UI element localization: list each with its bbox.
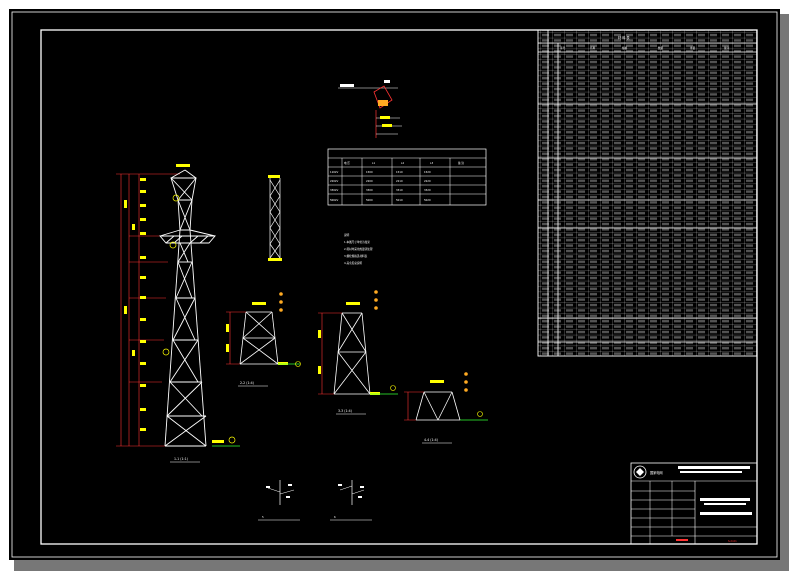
company-logo-icon [633, 465, 647, 479]
spec-row-4-d: 5020 [424, 198, 431, 202]
material-col-6: 备注 [724, 46, 730, 50]
material-table-title: 材 料 表 [618, 35, 630, 40]
spec-table: 电 压 L1 L2 L3 备 注 110kV 1500 1510 1520 22… [327, 148, 487, 206]
spec-row-1-b: 1500 [366, 170, 373, 174]
tower-structure [159, 169, 216, 447]
spec-row-1-d: 1520 [424, 170, 431, 174]
tower-dimension-ticks [124, 164, 224, 443]
note-2: 2.塔材均采用热镀锌处理 [344, 247, 373, 251]
spec-row-2-d: 2220 [424, 179, 431, 183]
spec-row-3-a: 330kV [330, 188, 338, 192]
section-c-label: 4-4 (1:4) [424, 438, 438, 442]
title-block: 国家电网 S-D-01 [630, 462, 758, 545]
bottom-detail-2: 6 [330, 480, 372, 521]
tower-callouts [162, 194, 236, 444]
spec-row-2-a: 220kV [330, 179, 338, 183]
outer-frame [11, 11, 778, 558]
detail-2-label: 6 [334, 515, 336, 519]
bottom-detail-1: 5 [258, 480, 300, 521]
spec-row-4-c: 5010 [396, 198, 403, 202]
note-3: 3.螺栓规格见材料表 [344, 254, 368, 258]
spec-row-3-d: 3320 [424, 188, 431, 192]
material-col-1: 序号 [560, 46, 566, 50]
tower-side-view [268, 175, 282, 261]
spec-col-4: L3 [430, 161, 433, 165]
spec-row-4-a: 500kV [330, 198, 338, 202]
section-b-drawing: 3-3 (1:4) [318, 290, 398, 415]
spec-row-2-b: 2200 [366, 179, 373, 183]
main-tower-elevation: 1-1 (1:1) [116, 164, 240, 463]
spec-col-2: L1 [372, 161, 375, 165]
notes-block: 说明 1.本图尺寸单位为毫米 2.塔材均采用热镀锌处理 3.螺栓规格见材料表 4… [344, 233, 373, 265]
tower-main-label: 1-1 (1:1) [174, 457, 188, 461]
spec-col-5: 备 注 [458, 161, 464, 165]
spec-row-1-a: 110kV [330, 170, 338, 174]
section-b-label: 3-3 (1:4) [338, 409, 352, 413]
section-a-label: 2-2 (1:4) [240, 381, 254, 385]
note-1: 1.本图尺寸单位为毫米 [344, 240, 370, 244]
drawing-number: S-D-01 [728, 539, 737, 543]
material-col-4: 数量 [658, 46, 664, 50]
material-table: 材 料 表 序号 名称 规格 数量 重量 备注 [537, 29, 758, 357]
spec-row-2-c: 2210 [396, 179, 403, 183]
spec-col-1: 电 压 [344, 161, 350, 165]
spec-row-3-b: 3300 [366, 188, 373, 192]
detail-1-label: 5 [262, 515, 264, 519]
material-col-5: 重量 [690, 46, 696, 50]
material-col-2: 名称 [590, 46, 596, 50]
company-name: 国家电网 [650, 470, 663, 475]
section-a-drawing: 2-2 (1:4) [226, 292, 301, 387]
spec-row-3-c: 3310 [396, 188, 403, 192]
note-4: 4.其余见总说明 [344, 261, 362, 265]
material-col-3: 规格 [622, 46, 628, 50]
spec-row-1-c: 1510 [396, 170, 403, 174]
spec-row-4-b: 5000 [366, 198, 373, 202]
notes-title: 说明 [344, 233, 350, 237]
section-c-drawing: 4-4 (1:4) [404, 372, 488, 444]
insulator-detail [338, 80, 402, 138]
spec-col-3: L2 [401, 161, 404, 165]
